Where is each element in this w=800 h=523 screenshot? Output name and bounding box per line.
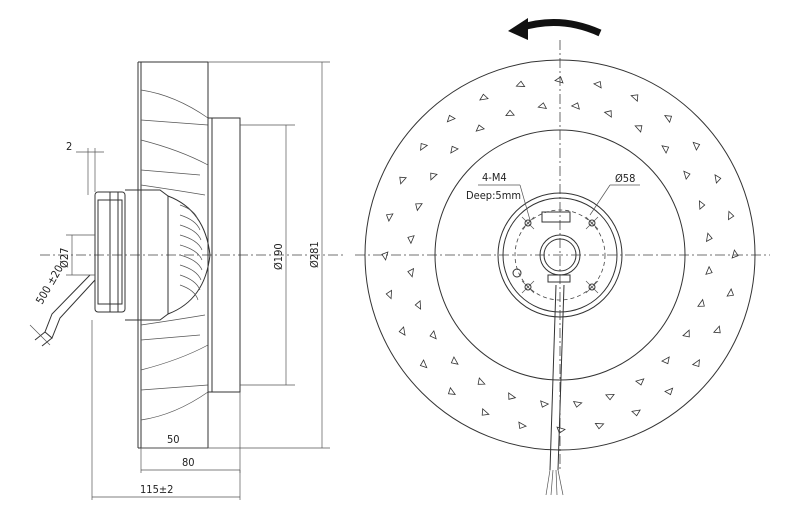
blade-mark [385, 289, 392, 300]
cable-right [557, 284, 565, 471]
blade-mark [705, 232, 713, 243]
blade-mark [728, 210, 735, 221]
blade-mark [664, 387, 674, 396]
blade-mark [661, 356, 670, 365]
cable-length-label: 500 ±20 [33, 263, 66, 307]
hub-outer [497, 192, 623, 318]
dim-115-label: 115±2 [140, 483, 173, 496]
blade-mark [477, 377, 486, 385]
blade-mark [554, 76, 564, 84]
blade-mark [556, 426, 566, 434]
blade-mark [714, 174, 722, 184]
blade-mark [661, 145, 670, 154]
bolt-holes [521, 216, 599, 294]
rotation-arrow-head [508, 18, 528, 40]
blade-mark [518, 421, 528, 430]
thread-label: 4-M4 [482, 171, 507, 184]
blade-mark [398, 326, 406, 336]
blade-mark [692, 141, 701, 151]
blade-mark [691, 359, 700, 368]
blade-mark [450, 356, 459, 365]
dim-2-label: 2 [66, 140, 72, 153]
motor-housing [125, 189, 169, 321]
blade-mark [634, 125, 643, 133]
blade-mark [731, 249, 739, 259]
inlet-circle [434, 129, 686, 381]
blade-mark [594, 423, 605, 430]
side-view: 2 Ø27 500 ±20 Ø190 Ø281 50 80 115±2 [29, 61, 345, 500]
blade-mark [664, 115, 673, 124]
blade-mark [450, 145, 459, 154]
blade-mark [630, 94, 639, 103]
label-plate [541, 211, 571, 223]
dim-281-label: Ø281 [308, 241, 321, 268]
blade-mark [415, 203, 423, 212]
blade-mark [447, 386, 456, 395]
dim-50-label: 50 [167, 433, 180, 446]
dim-80-label: 80 [182, 456, 195, 469]
blade-mark [515, 80, 526, 87]
blade-mark [407, 267, 415, 278]
blade-mark [419, 359, 428, 369]
inlet-ring [207, 117, 241, 393]
blade-mark [683, 170, 691, 181]
blade-mark [537, 102, 548, 110]
blade-mark [603, 110, 612, 118]
bolt-circle [514, 209, 606, 301]
blade-mark [385, 213, 394, 223]
blade-mark [697, 298, 705, 307]
dim-190-label: Ø190 [272, 243, 285, 270]
blade-mark [592, 80, 602, 89]
blade-mark [605, 393, 615, 401]
depth-label: Deep:5mm [466, 189, 521, 202]
blade-mark [414, 300, 422, 310]
dim-27-label: Ø27 [58, 248, 71, 268]
blade-mark [540, 400, 550, 408]
blade-mark [420, 142, 429, 151]
cable-gland [44, 274, 96, 339]
blade-mark [712, 325, 721, 334]
blade-mark [634, 378, 645, 386]
blade-mark [430, 172, 438, 181]
blade-mark [572, 400, 583, 408]
blade-mark [726, 287, 735, 297]
blade-mark [381, 251, 389, 261]
blade-mark [682, 329, 690, 338]
dim-58-label: Ø58 [615, 172, 635, 185]
cable-left [549, 284, 557, 471]
rotation-arrow [518, 19, 602, 37]
blade-marks [381, 76, 739, 434]
blade-mark [570, 102, 580, 110]
blade-curve [140, 89, 209, 119]
blade-mark [698, 200, 706, 210]
blade-mark [446, 114, 456, 123]
rotor-fins [167, 195, 211, 315]
blade-mark [399, 176, 408, 185]
blade-mark [705, 265, 713, 275]
rotor-fin-lines [179, 204, 203, 301]
label-plate-small [547, 274, 571, 283]
blade-mark [407, 235, 415, 245]
blade-mark [505, 109, 515, 117]
ground-symbol [512, 268, 522, 278]
front-view: 4-M4 Deep:5mm Ø58 [355, 18, 770, 496]
blade-mark [479, 93, 489, 101]
cable-ends [545, 469, 564, 496]
outer-impeller-circle [364, 59, 756, 451]
blade-mark [475, 124, 486, 132]
blade-mark [429, 329, 437, 340]
blade-mark [631, 409, 641, 417]
blade-mark [481, 407, 490, 416]
blade-mark [508, 392, 517, 400]
